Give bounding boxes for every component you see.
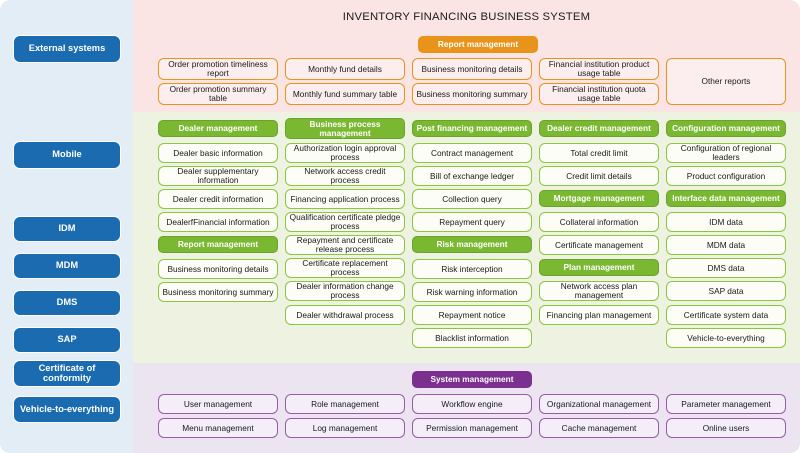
module-item-menu-management[interactable]: Menu management: [158, 418, 278, 438]
sidebar-item-dms[interactable]: DMS: [13, 290, 121, 316]
module-item-financing-application-process[interactable]: Financing application process: [285, 189, 405, 209]
sidebar-item-mdm[interactable]: MDM: [13, 253, 121, 279]
module-header-interface-data-management[interactable]: Interface data management: [666, 190, 786, 207]
module-header-report-management[interactable]: Report management: [158, 236, 278, 253]
module-item-user-management[interactable]: User management: [158, 394, 278, 414]
module-item-financing-plan-management[interactable]: Financing plan management: [539, 305, 659, 325]
module-header-report-management[interactable]: Report management: [418, 36, 538, 53]
sidebar-item-vehicle-to-everything[interactable]: Vehicle-to-everything: [13, 396, 121, 423]
module-item-authorization-login-approval-process[interactable]: Authorization login approval process: [285, 143, 405, 163]
module-item-certificate-replacement-process[interactable]: Certificate replacement process: [285, 258, 405, 278]
module-item-bill-of-exchange-ledger[interactable]: Bill of exchange ledger: [412, 166, 532, 186]
module-item-risk-warning-information[interactable]: Risk warning information: [412, 282, 532, 302]
module-item-sap-data[interactable]: SAP data: [666, 281, 786, 301]
module-item-collection-query[interactable]: Collection query: [412, 189, 532, 209]
module-item-repayment-and-certificate-release-process[interactable]: Repayment and certificate release proces…: [285, 235, 405, 255]
module-header-dealer-credit-management[interactable]: Dealer credit management: [539, 120, 659, 137]
module-item-business-monitoring-details[interactable]: Business monitoring details: [412, 58, 532, 80]
module-item-blacklist-information[interactable]: Blacklist information: [412, 328, 532, 348]
module-item-qualification-certificate-pledge-process[interactable]: Qualification certificate pledge process: [285, 212, 405, 232]
module-item-business-monitoring-summary[interactable]: Business monitoring summary: [158, 282, 278, 302]
module-header-plan-management[interactable]: Plan management: [539, 259, 659, 276]
module-item-order-promotion-summary-table[interactable]: Order promotion summary table: [158, 83, 278, 105]
module-item-dealerffinancial-information[interactable]: DealerfFinancial information: [158, 212, 278, 232]
module-item-dms-data[interactable]: DMS data: [666, 258, 786, 278]
module-item-dealer-credit-information[interactable]: Dealer credit information: [158, 189, 278, 209]
module-item-order-promotion-timeliness-report[interactable]: Order promotion timeliness report: [158, 58, 278, 80]
sidebar-item-mobile[interactable]: Mobile: [13, 141, 121, 169]
module-item-monthly-fund-details[interactable]: Monthly fund details: [285, 58, 405, 80]
module-header-business-process-management[interactable]: Business process management: [285, 118, 405, 139]
sidebar-item-idm[interactable]: IDM: [13, 216, 121, 242]
module-header-post-financing-management[interactable]: Post financing management: [412, 120, 532, 137]
module-item-workflow-engine[interactable]: Workflow engine: [412, 394, 532, 414]
module-item-dealer-information-change-process[interactable]: Dealer information change process: [285, 281, 405, 301]
module-item-organizational-management[interactable]: Organizational management: [539, 394, 659, 414]
module-item-cache-management[interactable]: Cache management: [539, 418, 659, 438]
module-item-dealer-withdrawal-process[interactable]: Dealer withdrawal process: [285, 305, 405, 325]
sidebar-item-certificate-of-conformity[interactable]: Certificate of conformity: [13, 360, 121, 387]
module-item-parameter-management[interactable]: Parameter management: [666, 394, 786, 414]
module-header-mortgage-management[interactable]: Mortgage management: [539, 190, 659, 207]
module-item-permission-management[interactable]: Permission management: [412, 418, 532, 438]
module-item-financial-institution-quota-usage-table[interactable]: Financial institution quota usage table: [539, 83, 659, 105]
module-item-other-reports[interactable]: Other reports: [666, 58, 786, 105]
system-architecture-main: INVENTORY FINANCING BUSINESS SYSTEM Repo…: [133, 0, 800, 453]
page-title: INVENTORY FINANCING BUSINESS SYSTEM: [342, 11, 591, 23]
module-item-dealer-supplementary-information[interactable]: Dealer supplementary information: [158, 166, 278, 186]
module-item-configuration-of-regional-leaders[interactable]: Configuration of regional leaders: [666, 143, 786, 163]
module-item-credit-limit-details[interactable]: Credit limit details: [539, 166, 659, 186]
module-item-total-credit-limit[interactable]: Total credit limit: [539, 143, 659, 163]
module-item-monthly-fund-summary-table[interactable]: Monthly fund summary table: [285, 83, 405, 105]
module-item-collateral-information[interactable]: Collateral information: [539, 212, 659, 232]
sidebar-item-external-systems[interactable]: External systems: [13, 35, 121, 63]
module-item-financial-institution-product-usage-table[interactable]: Financial institution product usage tabl…: [539, 58, 659, 80]
module-item-vehicle-to-everything[interactable]: Vehicle-to-everything: [666, 328, 786, 348]
module-item-online-users[interactable]: Online users: [666, 418, 786, 438]
module-header-risk-management[interactable]: Risk management: [412, 236, 532, 253]
module-header-configuration-management[interactable]: Configuration management: [666, 120, 786, 137]
module-item-repayment-notice[interactable]: Repayment notice: [412, 305, 532, 325]
module-item-log-management[interactable]: Log management: [285, 418, 405, 438]
module-item-repayment-query[interactable]: Repayment query: [412, 212, 532, 232]
module-item-business-monitoring-summary[interactable]: Business monitoring summary: [412, 83, 532, 105]
module-item-certificate-management[interactable]: Certificate management: [539, 235, 659, 255]
module-item-contract-management[interactable]: Contract management: [412, 143, 532, 163]
module-item-network-access-plan-management[interactable]: Network access plan management: [539, 281, 659, 301]
module-item-dealer-basic-information[interactable]: Dealer basic information: [158, 143, 278, 163]
module-item-certificate-system-data[interactable]: Certificate system data: [666, 305, 786, 325]
module-item-risk-interception[interactable]: Risk interception: [412, 259, 532, 279]
sidebar-item-sap[interactable]: SAP: [13, 327, 121, 353]
module-header-system-management[interactable]: System management: [412, 371, 532, 388]
module-item-network-access-credit-process[interactable]: Network access credit process: [285, 166, 405, 186]
module-item-idm-data[interactable]: IDM data: [666, 212, 786, 232]
module-item-product-configuration[interactable]: Product configuration: [666, 166, 786, 186]
module-header-dealer-management[interactable]: Dealer management: [158, 120, 278, 137]
module-item-mdm-data[interactable]: MDM data: [666, 235, 786, 255]
module-item-business-monitoring-details[interactable]: Business monitoring details: [158, 259, 278, 279]
module-item-role-management[interactable]: Role management: [285, 394, 405, 414]
